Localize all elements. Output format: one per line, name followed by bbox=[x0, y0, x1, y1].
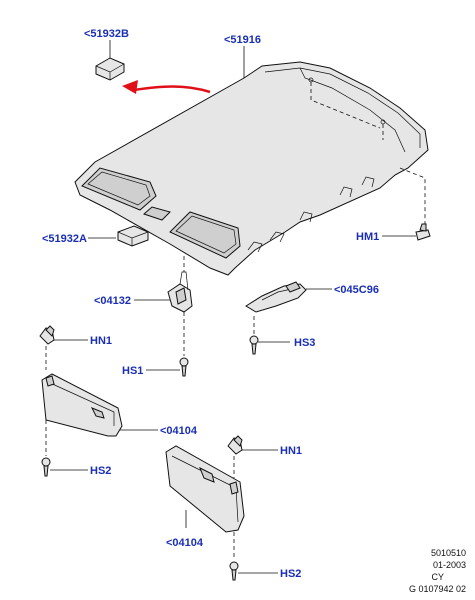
callout-04132[interactable]: <04132 bbox=[94, 295, 131, 307]
callout-51932a[interactable]: <51932A bbox=[42, 233, 87, 245]
pad-51932b bbox=[95, 57, 125, 81]
reference-date: 01-2003 bbox=[433, 560, 466, 570]
sun-visor-right bbox=[165, 445, 245, 533]
headliner-panel bbox=[74, 61, 429, 276]
callout-hm1[interactable]: HM1 bbox=[356, 231, 379, 243]
drawing-reference: 5010510 01-2003 CY G 0107942 02 bbox=[409, 548, 466, 594]
reference-number: 5010510 bbox=[431, 548, 466, 558]
callout-hs3[interactable]: HS3 bbox=[294, 337, 315, 349]
reference-drawing-id: G 0107942 02 bbox=[409, 584, 466, 594]
grab-handle-045c96 bbox=[245, 281, 307, 313]
callout-hs2-left[interactable]: HS2 bbox=[90, 465, 111, 477]
visor-clip-hn1-left bbox=[39, 325, 55, 345]
callout-04104-right[interactable]: <04104 bbox=[166, 537, 204, 549]
callout-045c96[interactable]: <045C96 bbox=[334, 284, 379, 296]
screw-hs1 bbox=[179, 357, 189, 377]
pad-51932a bbox=[117, 225, 149, 247]
reference-code: CY bbox=[431, 572, 444, 582]
callout-hs1[interactable]: HS1 bbox=[122, 365, 143, 377]
callout-hs2-right[interactable]: HS2 bbox=[280, 568, 301, 580]
visor-clip-hn1-right bbox=[227, 435, 243, 455]
screw-hs2-left bbox=[41, 457, 51, 477]
callout-51932b[interactable]: <51932B bbox=[84, 28, 129, 40]
callout-hn1-left[interactable]: HN1 bbox=[90, 335, 112, 347]
bracket-04132 bbox=[167, 271, 193, 313]
callout-hn1-right[interactable]: HN1 bbox=[280, 445, 302, 457]
callout-51916[interactable]: <51916 bbox=[224, 34, 261, 46]
screw-hs2-right bbox=[229, 561, 239, 581]
callout-04104-left[interactable]: <04104 bbox=[160, 425, 198, 437]
sun-visor-left bbox=[41, 373, 123, 437]
screw-hs3 bbox=[249, 335, 259, 355]
red-arrow-icon bbox=[122, 80, 211, 94]
clip-hm1 bbox=[415, 223, 431, 241]
